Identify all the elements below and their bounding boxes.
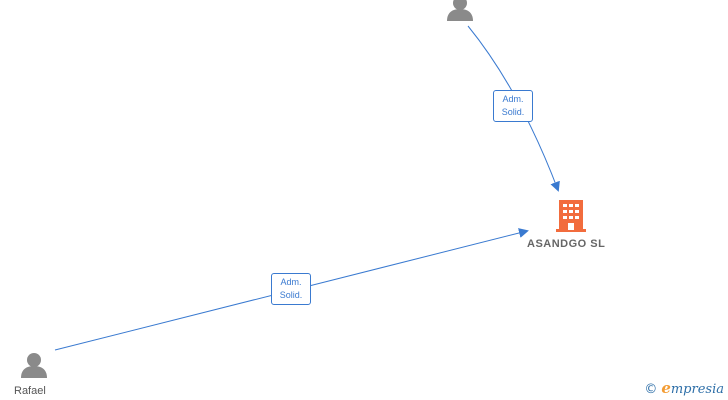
person-icon-top[interactable] — [446, 0, 474, 22]
person-icon-rafael[interactable] — [20, 351, 48, 379]
edge-label-top-line1: Adm. — [502, 94, 524, 104]
person-rafael-label[interactable]: Rafael — [14, 385, 46, 397]
copyright-icon: © — [644, 382, 658, 397]
company-label[interactable]: ASANDGO SL — [527, 238, 606, 250]
brand-initial: e — [661, 379, 671, 397]
edge-label-rafael-line2: Solid. — [279, 290, 303, 300]
edge-label-top: Adm. Solid. — [493, 90, 533, 122]
edge-label-rafael: Adm. Solid. — [271, 273, 311, 305]
edge-label-rafael-line1: Adm. — [280, 277, 302, 287]
empresia-watermark: ©empresia — [644, 379, 724, 397]
edge-label-top-line2: Solid. — [501, 107, 525, 117]
brand-rest: mpresia — [670, 382, 724, 397]
company-building-icon[interactable] — [556, 199, 586, 233]
